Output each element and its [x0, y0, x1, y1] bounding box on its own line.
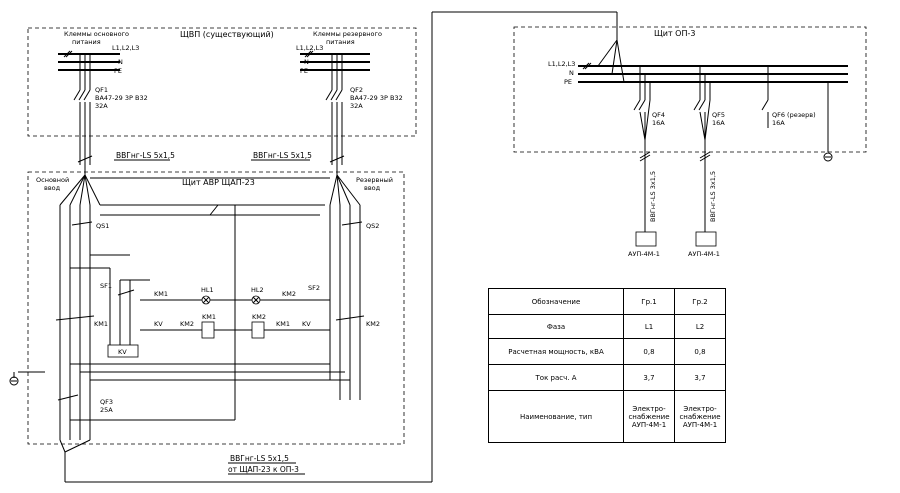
table-row: Расчетная мощность, кВА 0,8 0,8	[488, 338, 726, 365]
feeder2-cable-label: ВВГнг-LS 3х1,5	[709, 171, 717, 222]
hl2-label: HL2	[251, 286, 264, 294]
qf6-rating: 16А	[772, 119, 785, 127]
qf3-label: QF3	[100, 398, 113, 406]
km1-interlock-label: KM1	[276, 320, 290, 328]
vvp-bus-pe-right: PE	[300, 67, 308, 75]
table-cell: Гр.1	[623, 288, 675, 315]
sf2-label: SF2	[308, 284, 320, 292]
qf4-rating: 16А	[652, 119, 665, 127]
reserve-terminals-label-2: питания	[326, 38, 355, 46]
kv-contact2-label: KV	[302, 320, 311, 328]
qf1-rating: 32А	[95, 102, 108, 110]
main-terminals-label: Клеммы основного	[64, 30, 129, 38]
table-cell: Наименование, тип	[488, 390, 624, 443]
qf1-label: QF1	[95, 86, 108, 94]
hl1-label: HL1	[201, 286, 214, 294]
out-cable-route: от ЩАП-23 к ОП-3	[228, 465, 299, 474]
table-cell: Электро- снабжение АУП-4М-1	[674, 390, 726, 443]
load2-label: АУП-4М-1	[688, 250, 720, 258]
table-row: Фаза L1 L2	[488, 314, 726, 339]
table-header-row: Обозначение Гр.1 Гр.2	[488, 288, 726, 315]
op3-bus-l: L1,L2,L3	[548, 60, 575, 68]
reserve-input-label: Резервный	[356, 176, 393, 184]
table-cell: L2	[674, 314, 726, 339]
km2-coil-label: KM2	[252, 313, 266, 321]
feeder1-cable-label: ВВГнг-LS 3х1,5	[649, 171, 657, 222]
op3-panel: Щит ОП-3 L1,L2,L3 N PE QF4 16А QF5 16А Q…	[513, 12, 867, 162]
sf1-label: SF1	[100, 282, 112, 290]
op3-bus-n: N	[569, 69, 574, 77]
km2-ctrl-label: KM2	[282, 290, 296, 298]
qf1-breaker: QF1 ВА47-29 3Р В32 32А	[73, 54, 148, 165]
km1-coil	[201, 321, 215, 339]
main-input-label: Основной	[36, 176, 69, 184]
reserve-input-label-2: ввод	[364, 184, 381, 192]
op3-bus-pe: PE	[564, 78, 572, 86]
km2-power-label: KM2	[366, 320, 380, 328]
qf2-rating: 32А	[350, 102, 363, 110]
qs2-label: QS2	[366, 222, 379, 230]
table-cell: Электро- снабжение АУП-4М-1	[623, 390, 675, 443]
qf1-spec: ВА47-29 3Р В32	[95, 94, 148, 102]
km1-ctrl-label: KM1	[154, 290, 168, 298]
table-cell: 0,8	[623, 338, 675, 365]
load2-box	[695, 231, 717, 247]
qf5-label: QF5	[712, 111, 725, 119]
load-table: Обозначение Гр.1 Гр.2 Фаза L1 L2 Расчетн…	[488, 288, 726, 443]
avr-panel: Щит АВР ЩАП-23 Основной ввод Резервный в…	[9, 165, 405, 453]
qf2-breaker: QF2 ВА47-29 3Р В32 32А	[325, 54, 403, 165]
table-cell: 3,7	[674, 364, 726, 391]
table-cell: Ток расч. А	[488, 364, 624, 391]
km2-coil	[251, 321, 265, 339]
ground-icon-right	[823, 152, 833, 162]
vvp-bus-pe-left: PE	[114, 67, 122, 75]
vvp-panel: ЩВП (существующий) Клеммы основного пита…	[27, 27, 417, 165]
qf5-rating: 16А	[712, 119, 725, 127]
qf3-rating: 25А	[100, 406, 113, 414]
table-cell: Фаза	[488, 314, 624, 339]
op3-title: Щит ОП-3	[654, 29, 695, 38]
vvp-bus-n-left: N	[118, 58, 123, 66]
kv-relay-label: KV	[118, 348, 127, 356]
table-cell: Гр.2	[674, 288, 726, 315]
table-cell: Обозначение	[488, 288, 624, 315]
table-row: Ток расч. А 3,7 3,7	[488, 364, 726, 391]
kv-contact-label: KV	[154, 320, 163, 328]
km1-coil-label: KM1	[202, 313, 216, 321]
main-terminals-label-2: питания	[72, 38, 101, 46]
vvp-bus-l-left: L1,L2,L3	[112, 44, 139, 52]
reserve-terminals-label: Клеммы резервного	[313, 30, 382, 38]
table-cell: Расчетная мощность, кВА	[488, 338, 624, 365]
table-cell: 0,8	[674, 338, 726, 365]
vvp-title: ЩВП (существующий)	[180, 30, 274, 39]
table-cell: 3,7	[623, 364, 675, 391]
vvp-bus-n-right: N	[304, 58, 309, 66]
qf2-label: QF2	[350, 86, 363, 94]
avr-title: Щит АВР ЩАП-23	[182, 178, 255, 187]
vvp-bus-l-right: L1,L2,L3	[296, 44, 323, 52]
load1-label: АУП-4М-1	[628, 250, 660, 258]
qf2-spec: ВА47-29 3Р В32	[350, 94, 403, 102]
main-input-label-2: ввод	[44, 184, 61, 192]
kv-relay-box	[107, 344, 139, 358]
km2-interlock-label: KM2	[180, 320, 194, 328]
out-cable-label: ВВГнг-LS 5х1,5	[230, 454, 289, 463]
km1-power-label: KM1	[94, 320, 108, 328]
load1-box	[635, 231, 657, 247]
qs1-label: QS1	[96, 222, 109, 230]
qf6-label: QF6 (резерв)	[772, 111, 816, 119]
table-cell: L1	[623, 314, 675, 339]
qf4-label: QF4	[652, 111, 665, 119]
main-cable-label: ВВГнг-LS 5х1,5	[116, 151, 175, 160]
reserve-cable-label: ВВГнг-LS 5х1,5	[253, 151, 312, 160]
table-row: Наименование, тип Электро- снабжение АУП…	[488, 390, 726, 443]
